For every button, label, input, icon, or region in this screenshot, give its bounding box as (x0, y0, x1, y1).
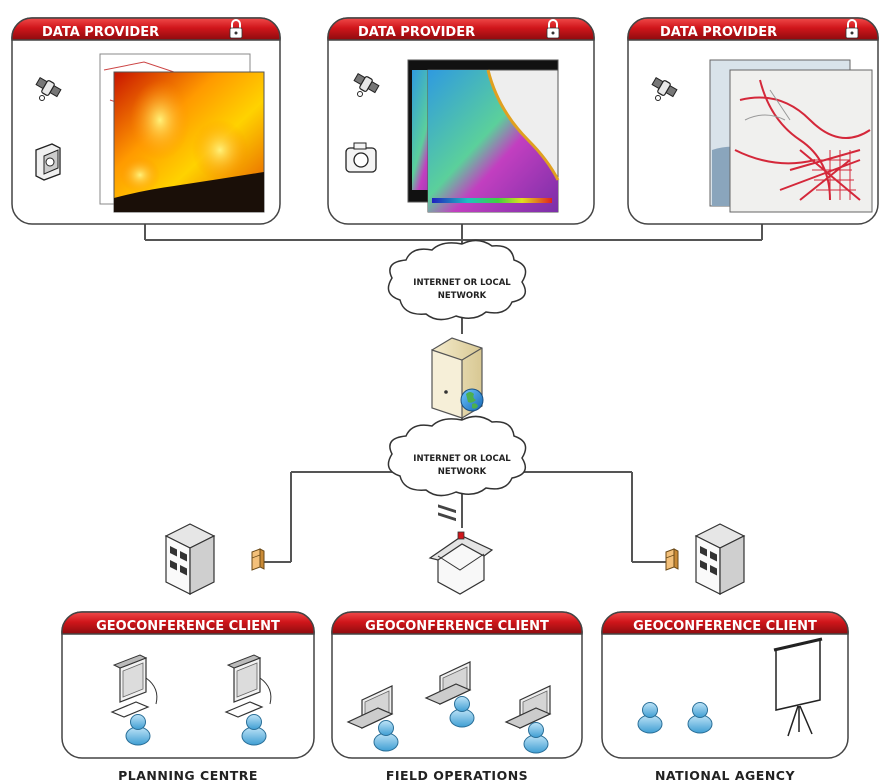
panel-header (11, 17, 281, 41)
office-building-icon (165, 523, 215, 595)
network-cloud: INTERNET OR LOCAL NETWORK (387, 415, 527, 497)
panel-header (601, 611, 849, 635)
projector-screen-icon (773, 637, 823, 737)
cloud-label-line2: NETWORK (438, 467, 487, 477)
panel-title: DATA PROVIDER (358, 25, 475, 40)
road-map (709, 59, 873, 213)
cloud-label-line1: INTERNET OR LOCAL (413, 454, 511, 464)
wildfire-photo (99, 53, 265, 213)
cloud-label-line1: INTERNET OR LOCAL (413, 278, 511, 288)
panel-header (61, 611, 315, 635)
firewall-icon (251, 548, 265, 571)
panel-header (331, 611, 583, 635)
panel-title: DATA PROVIDER (660, 25, 777, 40)
network-cloud: INTERNET OR LOCAL NETWORK (387, 239, 527, 321)
panel-header (327, 17, 595, 41)
data-provider-panel: DATA PROVIDER (11, 17, 281, 225)
house-icon (428, 531, 494, 595)
cloud-label-line2: NETWORK (438, 291, 487, 301)
panel-title: GEOCONFERENCE CLIENT (365, 619, 549, 634)
client-panel: GEOCONFERENCE CLIENT (61, 611, 315, 759)
firewall-icon (665, 548, 679, 571)
data-provider-panel: DATA PROVIDER (627, 17, 879, 225)
site-label: NATIONAL AGENCY (655, 768, 796, 783)
data-provider-panel: DATA PROVIDER (327, 17, 595, 225)
client-panel: GEOCONFERENCE CLIENT (331, 611, 583, 759)
panel-title: DATA PROVIDER (42, 25, 159, 40)
ocean-heatmap (407, 59, 560, 213)
site-label: PLANNING CENTRE (118, 768, 258, 783)
camera-icon (345, 142, 377, 173)
globe-icon (460, 388, 484, 412)
office-building-icon (695, 523, 745, 595)
panel-title: GEOCONFERENCE CLIENT (633, 619, 817, 634)
site-label: FIELD OPERATIONS (386, 768, 528, 783)
client-panel: GEOCONFERENCE CLIENT (601, 611, 849, 759)
panel-title: GEOCONFERENCE CLIENT (96, 619, 280, 634)
camera-icon (35, 143, 61, 181)
panel-header (627, 17, 879, 41)
